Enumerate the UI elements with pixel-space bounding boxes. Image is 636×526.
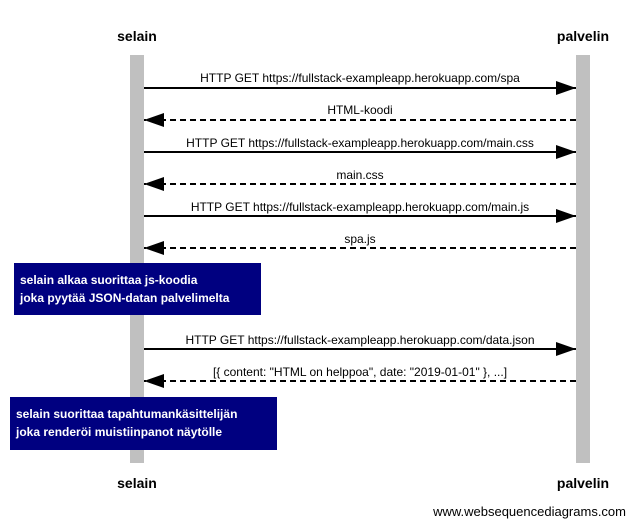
note-line: joka pyytää JSON-datan palvelimelta [19, 291, 230, 305]
note-box [10, 397, 277, 450]
note-1: selain alkaa suorittaa js-koodia joka py… [14, 263, 261, 315]
message-label: main.css [336, 168, 383, 182]
browser-lifeline [130, 55, 144, 463]
note-line: selain suorittaa tapahtumankäsittelijän [16, 407, 237, 421]
message-label: HTTP GET https://fullstack-exampleapp.he… [200, 71, 520, 85]
message-7: HTTP GET https://fullstack-exampleapp.he… [144, 333, 576, 356]
note-2: selain suorittaa tapahtumankäsittelijän … [10, 397, 277, 450]
message-1: HTTP GET https://fullstack-exampleapp.he… [144, 71, 576, 95]
participant-server-top: palvelin [557, 28, 609, 44]
message-label: HTTP GET https://fullstack-exampleapp.he… [185, 333, 534, 347]
note-line: selain alkaa suorittaa js-koodia [20, 273, 198, 287]
message-2: HTML-koodi [144, 103, 576, 127]
server-lifeline [576, 55, 590, 463]
watermark-text: www.websequencediagrams.com [432, 504, 626, 519]
note-box [14, 263, 261, 315]
message-label: [{ content: "HTML on helppoa", date: "20… [213, 365, 507, 379]
message-5: HTTP GET https://fullstack-exampleapp.he… [144, 200, 576, 223]
message-label: spa.js [344, 232, 375, 246]
note-line: joka renderöi muistiinpanot näytölle [15, 425, 222, 439]
participant-server-bottom: palvelin [557, 475, 609, 491]
message-label: HTTP GET https://fullstack-exampleapp.he… [186, 136, 534, 150]
participant-browser-top: selain [117, 28, 157, 44]
message-3: HTTP GET https://fullstack-exampleapp.he… [144, 136, 576, 159]
message-label: HTML-koodi [327, 103, 392, 117]
message-4: main.css [144, 168, 576, 191]
message-6: spa.js [144, 232, 576, 255]
participant-browser-bottom: selain [117, 475, 157, 491]
message-8: [{ content: "HTML on helppoa", date: "20… [144, 365, 576, 388]
message-label: HTTP GET https://fullstack-exampleapp.he… [191, 200, 529, 214]
